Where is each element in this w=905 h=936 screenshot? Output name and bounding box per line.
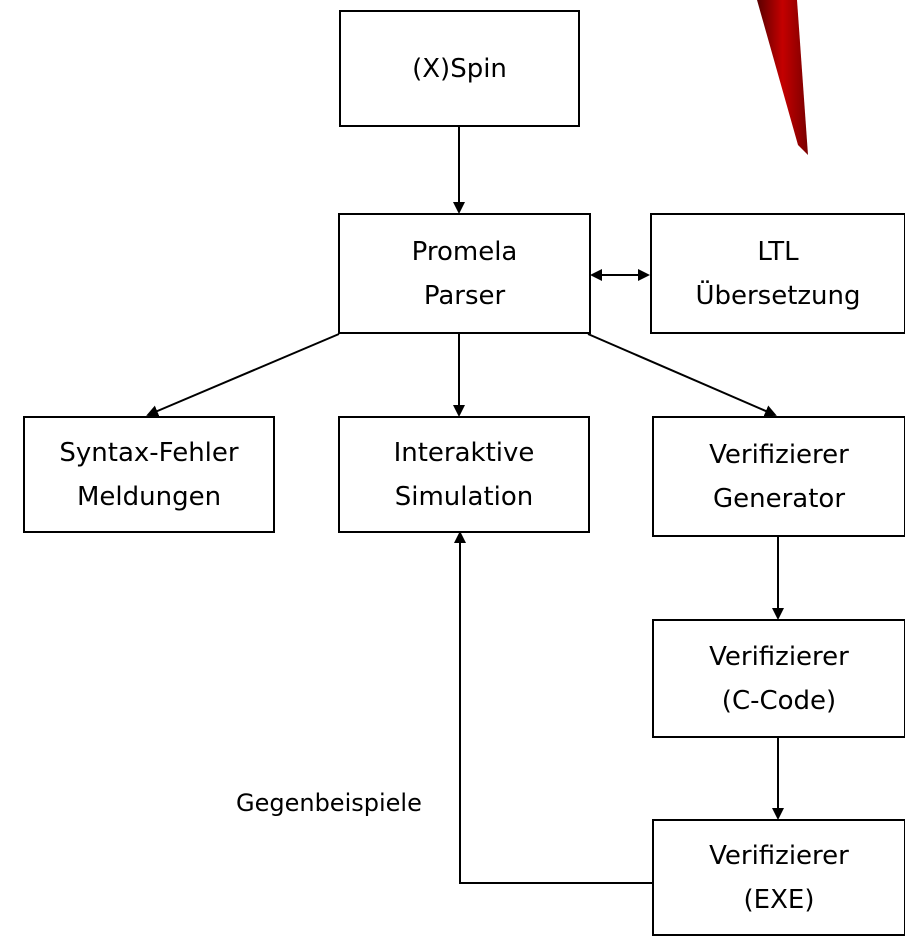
node-interactive-simulation-line1: Interaktive xyxy=(393,437,535,468)
node-verifier-generator: Verifizierer Generator xyxy=(652,416,905,537)
node-ltl-line1: LTL xyxy=(757,236,799,267)
node-xspin: (X)Spin xyxy=(339,10,580,127)
node-promela-parser: Promela Parser xyxy=(338,213,591,334)
node-verifier-generator-line1: Verifizierer xyxy=(709,439,849,470)
edge-parser-to-generator xyxy=(587,333,777,417)
edge-parser-to-syntax xyxy=(146,333,340,417)
node-verifier-exe-line2: (EXE) xyxy=(743,884,815,915)
node-promela-parser-line2: Parser xyxy=(423,280,506,311)
node-ltl: LTL Übersetzung xyxy=(650,213,905,334)
node-verifier-generator-line2: Generator xyxy=(712,483,846,514)
node-verifier-ccode-line1: Verifizierer xyxy=(709,641,849,672)
node-xspin-label: (X)Spin xyxy=(412,53,507,84)
node-interactive-simulation-line2: Simulation xyxy=(394,481,534,512)
node-verifier-ccode: Verifizierer (C-Code) xyxy=(652,619,905,738)
node-ltl-line2: Übersetzung xyxy=(695,280,861,311)
node-verifier-ccode-line2: (C-Code) xyxy=(721,685,837,716)
node-verifier-exe: Verifizierer (EXE) xyxy=(652,819,905,936)
node-interactive-simulation: Interaktive Simulation xyxy=(338,416,590,533)
decorative-red-stroke xyxy=(757,0,808,155)
edge-label-counterexamples: Gegenbeispiele xyxy=(236,789,422,817)
node-syntax-errors-line1: Syntax-Fehler xyxy=(59,437,239,468)
node-verifier-exe-line1: Verifizierer xyxy=(709,840,849,871)
node-syntax-errors: Syntax-Fehler Meldungen xyxy=(23,416,275,533)
edge-exe-to-simulation xyxy=(454,531,653,884)
node-promela-parser-line1: Promela xyxy=(411,236,518,267)
node-syntax-errors-line2: Meldungen xyxy=(76,481,222,512)
